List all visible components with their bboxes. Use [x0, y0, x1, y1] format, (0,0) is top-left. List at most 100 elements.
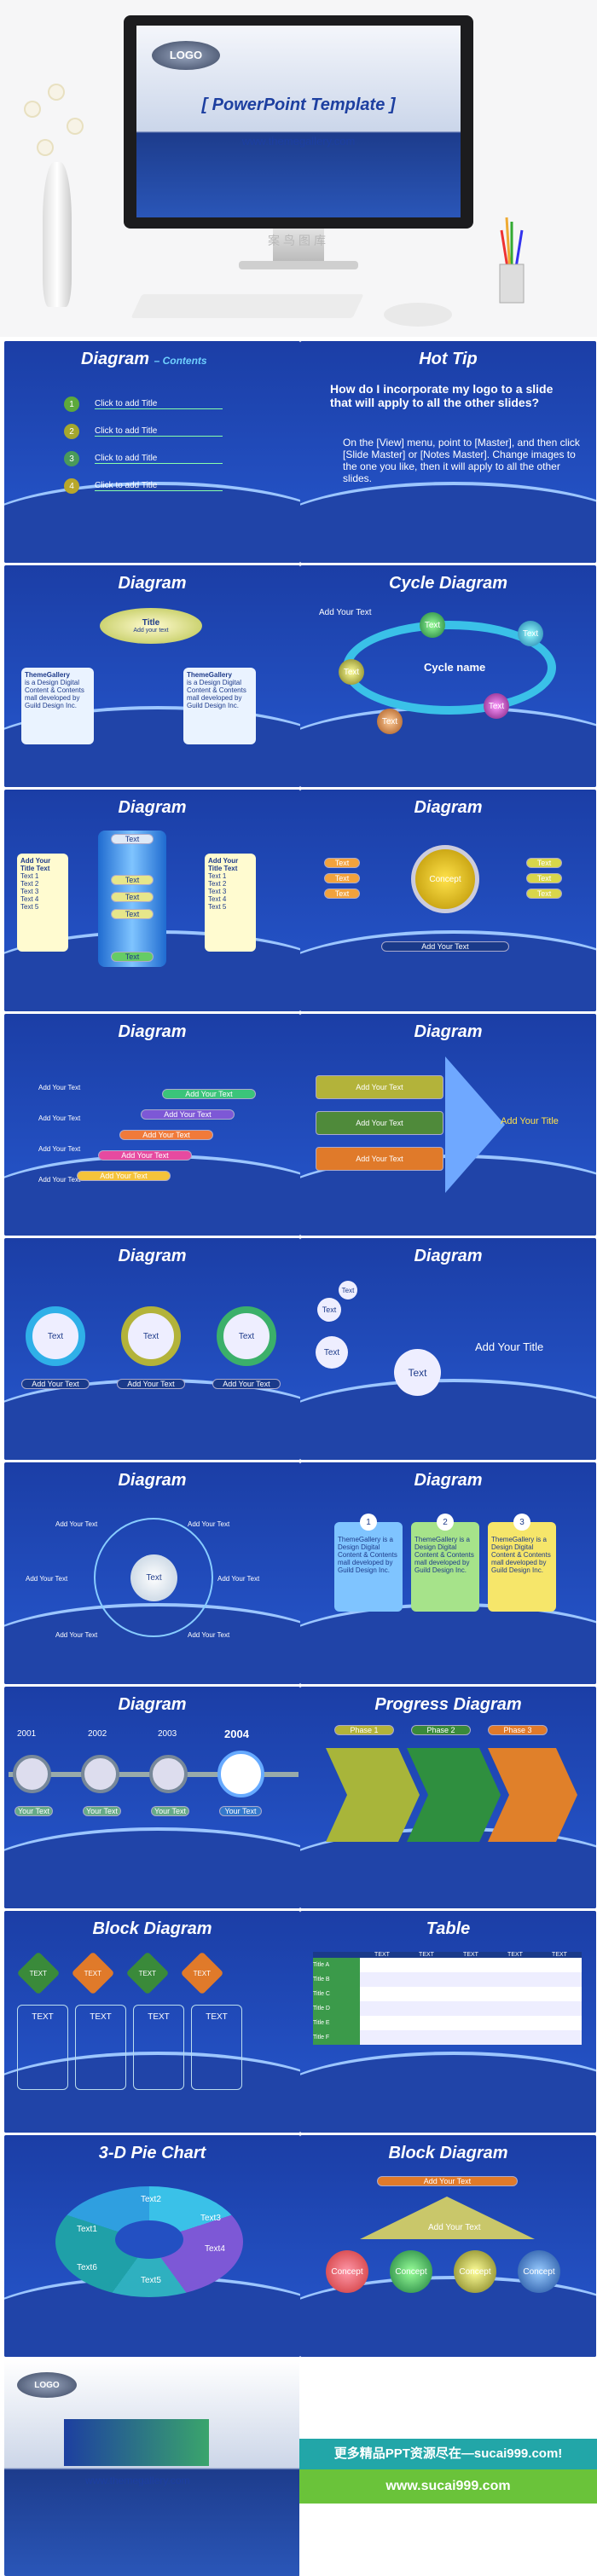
flower-icon — [68, 119, 82, 133]
flower-icon — [26, 102, 39, 116]
left-disc: Text — [324, 873, 360, 883]
cycle-node: Text — [377, 709, 403, 734]
diamond-shape: TEXT — [16, 1951, 61, 1995]
ad-banner-line2[interactable]: www.sucai999.com — [299, 2469, 597, 2504]
phase-label: Phase 1 — [334, 1725, 394, 1735]
timeline-text: Your Text — [151, 1806, 189, 1816]
monitor-stand — [273, 229, 324, 263]
list-item: Click to add Title — [95, 399, 223, 409]
ad-banner-line1[interactable]: 更多精品PPT资源尽在—sucai999.com! — [299, 2439, 597, 2469]
list-bar: Add Your Text — [316, 1147, 443, 1171]
list-bar: Add Your Text — [316, 1111, 443, 1135]
cycle-node: Text — [339, 659, 364, 685]
row-title: Title C — [313, 1987, 360, 2001]
flower-icon — [49, 85, 63, 99]
stair-note: Add Your Text — [38, 1176, 81, 1184]
left-disc: Text — [324, 889, 360, 899]
cycle-node: Text — [518, 621, 543, 646]
timeline-node — [149, 1755, 188, 1793]
slide-title: Progress Diagram — [374, 1695, 522, 1714]
slide-arrow-list: Diagram Add Your Text Add Your Text Add … — [300, 1014, 596, 1236]
slide-bubbles: Diagram Text Text Text Text Add Your Tit… — [300, 1238, 596, 1460]
table-header: TEXT — [507, 1952, 523, 1958]
slide-title: Diagram — [118, 574, 187, 593]
concept-ball: Concept — [518, 2250, 560, 2293]
bubble: Text — [316, 1336, 348, 1369]
slide-wave — [4, 1827, 300, 1908]
pie-label: Text6 — [77, 2263, 97, 2272]
numbered-card: ThemeGallery is a Design Digital Content… — [334, 1522, 403, 1612]
keyboard-image — [130, 294, 364, 318]
pie-label: Text5 — [141, 2276, 161, 2285]
block-panel: TEXT — [75, 2005, 126, 2090]
bubble-title: Add Your Title — [475, 1340, 544, 1353]
cycle-node: Text — [484, 693, 509, 719]
stair-step: Add Your Text — [162, 1089, 256, 1099]
slide-title: Table — [426, 1919, 471, 1938]
circle-caption: Add Your Text — [21, 1379, 90, 1389]
step-circle: Text — [26, 1306, 85, 1366]
slide-radial: Diagram Text Add Your Text Add Your Text… — [4, 1462, 300, 1684]
big-arrow-shape — [445, 1056, 505, 1193]
list-item: Click to add Title — [95, 481, 223, 491]
banner-block — [64, 2419, 209, 2466]
bubble: Text — [339, 1281, 357, 1300]
table-header: TEXT — [374, 1952, 390, 1958]
logo-badge: LOGO — [152, 41, 220, 70]
slide-wave — [300, 706, 596, 787]
slide-wave — [300, 1379, 596, 1460]
table-header: TEXT — [419, 1952, 434, 1958]
concept-ball: Concept — [390, 2250, 432, 2293]
slide-wave — [4, 1379, 300, 1460]
slide-title: Hot Tip — [419, 350, 478, 368]
year-label: 2004 — [224, 1728, 249, 1740]
radial-label: Add Your Text — [188, 1520, 230, 1528]
slide-wave — [4, 2052, 300, 2133]
timeline-node — [217, 1751, 264, 1797]
year-label: 2001 — [17, 1729, 37, 1739]
numbered-card: ThemeGallery is a Design Digital Content… — [411, 1522, 479, 1612]
stair-step: Add Your Text — [98, 1150, 192, 1161]
slide-block-diagram-2: Block Diagram Add Your Text Add Your Tex… — [300, 2135, 596, 2357]
diamond-shape: TEXT — [71, 1951, 115, 1995]
numbered-card: ThemeGallery is a Design Digital Content… — [488, 1522, 556, 1612]
radial-center: Text — [130, 1554, 177, 1601]
block-panel: TEXT — [191, 2005, 242, 2090]
cycle-add-text: Add Your Text — [319, 608, 372, 617]
template-title: [ PowerPoint Template ] — [201, 96, 396, 114]
pie-hole — [115, 2220, 183, 2259]
cylinder-label: Text — [111, 875, 154, 885]
slide-title: Diagram – Contents — [81, 350, 207, 368]
slide-wave — [300, 482, 596, 563]
item-number-badge: 1 — [64, 397, 79, 412]
template-cover-preview: LOGO [ PowerPoint Template ] www.themega… — [136, 26, 461, 217]
slide-title: 3-D Pie Chart — [98, 2144, 206, 2162]
step-circle: Text — [217, 1306, 276, 1366]
slide-three-cards: Diagram ThemeGallery is a Design Digital… — [300, 1462, 596, 1684]
tip-question: How do I incorporate my logo to a slide … — [330, 382, 554, 409]
phase-label: Phase 2 — [411, 1725, 471, 1735]
cycle-node: Text — [420, 612, 445, 638]
top-pill: Add Your Text — [377, 2176, 518, 2186]
list-item: Click to add Title — [95, 426, 223, 437]
tip-answer: On the [View] menu, point to [Master], a… — [343, 437, 580, 484]
radial-ring — [94, 1518, 213, 1637]
timeline-text: Your Text — [219, 1806, 262, 1816]
year-label: 2003 — [158, 1729, 177, 1739]
block-panel: TEXT — [133, 2005, 184, 2090]
end-url: www.themegallery.com — [85, 2475, 190, 2486]
stair-step: Add Your Text — [77, 1171, 171, 1181]
card-number: 2 — [437, 1514, 454, 1531]
radial-label: Add Your Text — [55, 1520, 98, 1528]
timeline-text: Your Text — [83, 1806, 121, 1816]
add-text-bar: Add Your Text — [381, 941, 509, 952]
block-panel: TEXT — [17, 2005, 68, 2090]
stair-note: Add Your Text — [38, 1145, 81, 1153]
concept-ball: Concept — [326, 2250, 368, 2293]
slide-wave — [300, 2052, 596, 2133]
slide-title: Diagram — [414, 1471, 483, 1490]
concept-ball: Concept — [454, 2250, 496, 2293]
slide-title: Cycle Diagram — [389, 574, 507, 593]
cylinder-label: Text — [111, 834, 154, 844]
